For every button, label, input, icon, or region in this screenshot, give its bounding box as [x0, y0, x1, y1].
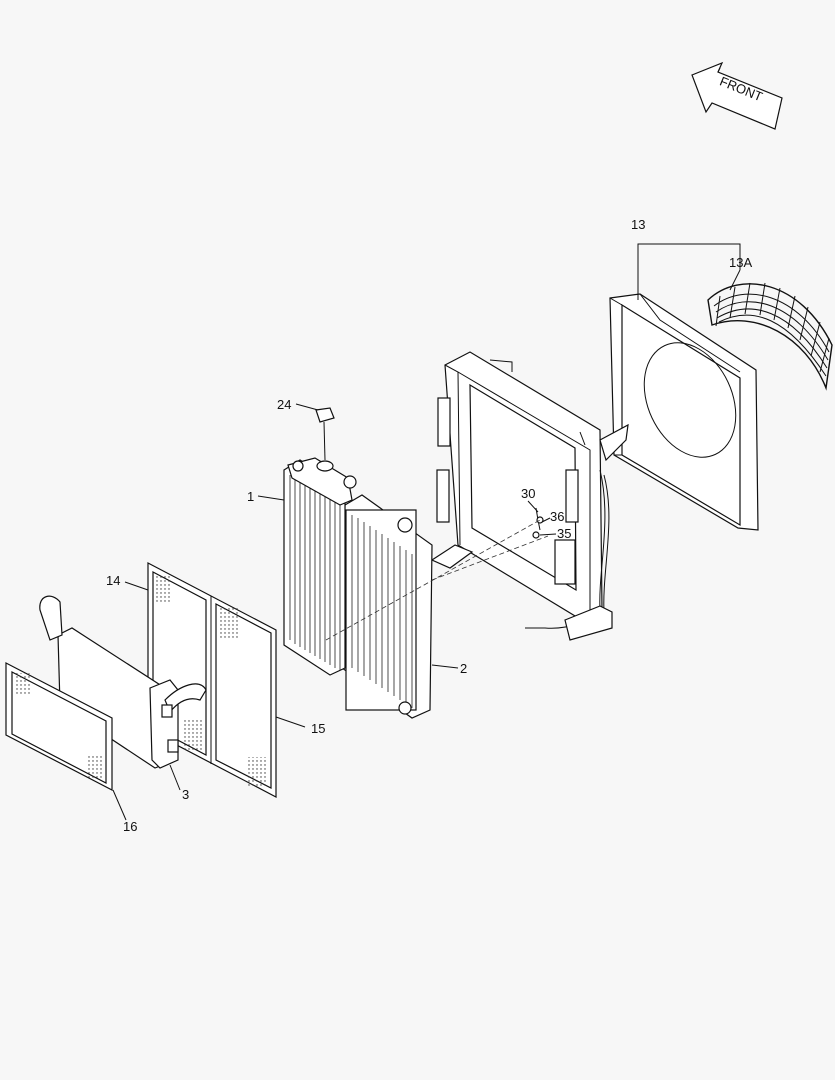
callout-13: 13 [631, 217, 645, 232]
callout-labels: 13 13A 24 1 30 36 35 14 2 15 3 16 [106, 217, 752, 834]
callout-16: 16 [123, 819, 137, 834]
callout-1: 1 [247, 489, 254, 504]
fan-shroud-13 [609, 293, 759, 531]
fittings-30-35-36 [532, 507, 544, 539]
screen-15 [147, 562, 277, 798]
callout-36: 36 [550, 509, 564, 524]
charge-air-cooler-3 [39, 595, 207, 769]
callout-15: 15 [311, 721, 325, 736]
cooler-core-2 [341, 494, 433, 719]
callout-24: 24 [277, 397, 291, 412]
fan-guard-13a [707, 282, 833, 391]
front-arrow: FRONT [691, 61, 783, 130]
callout-30: 30 [521, 486, 535, 501]
screen-16 [5, 662, 113, 791]
leader-lines [112, 243, 741, 821]
callout-13a: 13A [729, 255, 752, 270]
radiator-cap-24 [315, 407, 335, 461]
callout-14: 14 [106, 573, 120, 588]
callout-2: 2 [460, 661, 467, 676]
radiator-frame [430, 351, 629, 641]
alignment-lines [325, 519, 549, 641]
callout-35: 35 [557, 526, 571, 541]
callout-3: 3 [182, 787, 189, 802]
radiator-1 [283, 457, 357, 676]
